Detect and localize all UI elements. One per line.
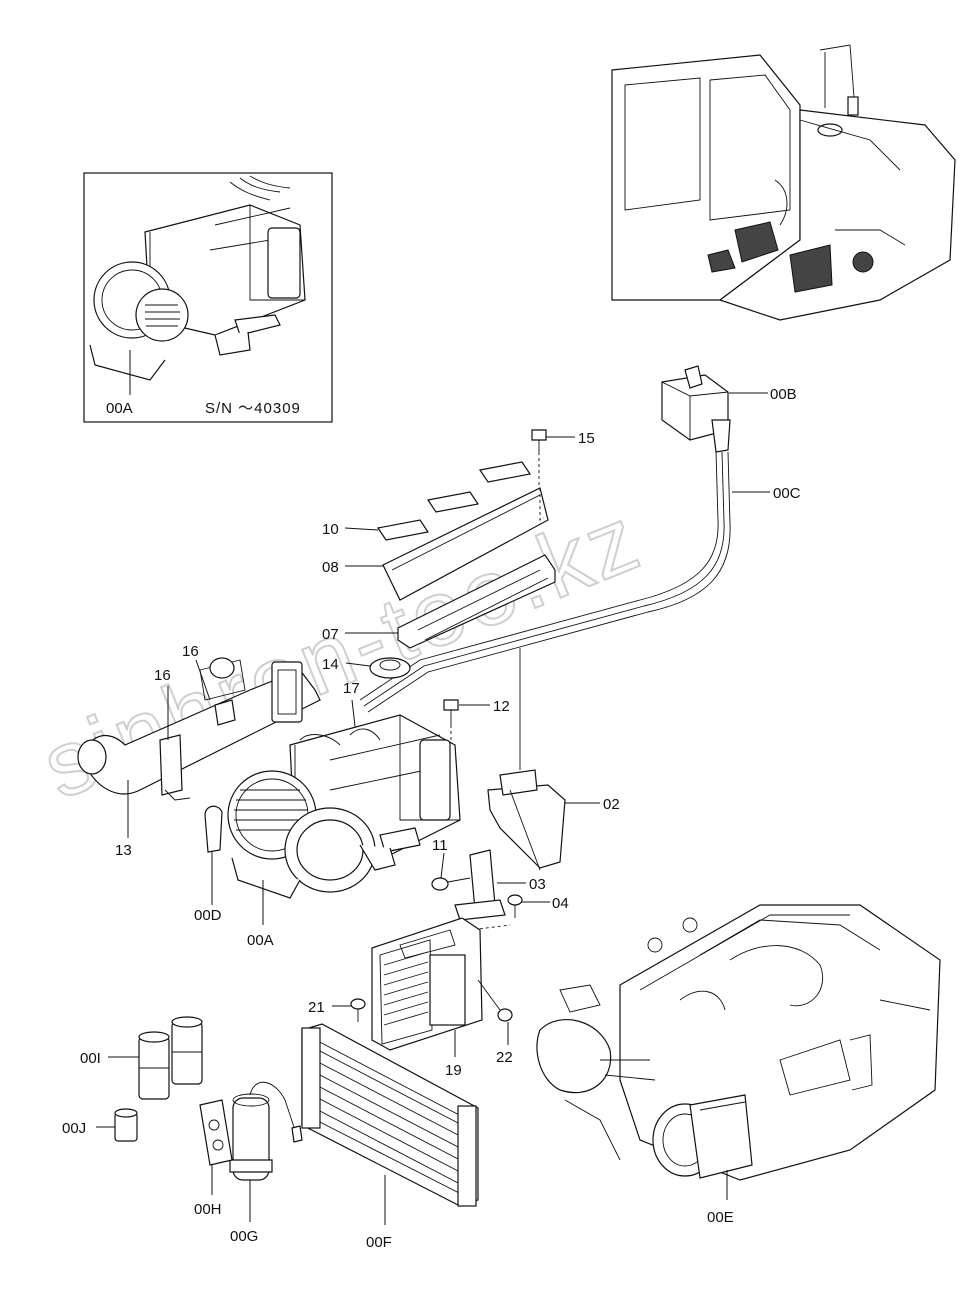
screw-15-drawing [531, 429, 547, 488]
inset-box: 00A S/N ～40309 [83, 172, 333, 423]
bracket-03-drawing [454, 849, 511, 931]
callout-16-lower: 16 [154, 667, 171, 684]
callout-00C: 00C [773, 485, 801, 502]
callout-13: 13 [115, 842, 132, 859]
can-00J-drawing [114, 1108, 138, 1142]
callout-15: 15 [578, 430, 595, 447]
callout-00F: 00F [366, 1234, 392, 1251]
inset-label-00A: 00A [106, 400, 133, 417]
bolt-22-drawing [477, 979, 513, 1022]
callout-00A: 00A [247, 932, 274, 949]
heater-unit-00A-drawing [227, 714, 461, 899]
receiver-drier-00G-drawing [229, 1082, 303, 1181]
duct-07-drawing [397, 554, 556, 649]
grommet-14-drawing [369, 657, 411, 679]
condenser-00F-drawing [301, 1023, 479, 1207]
callout-17: 17 [343, 680, 360, 697]
callout-22: 22 [496, 1049, 513, 1066]
excavator-cab-drawing [611, 44, 956, 321]
callout-08: 08 [322, 559, 339, 576]
callout-19: 19 [445, 1062, 462, 1079]
duct-02-drawing [487, 648, 566, 871]
cans-00I-drawing [138, 1016, 203, 1100]
bolt-21-drawing [350, 998, 366, 1022]
control-switch-drawing [661, 365, 731, 453]
drain-hose-00D-drawing [204, 805, 223, 853]
callout-03: 03 [529, 876, 546, 893]
callout-10: 10 [322, 521, 339, 538]
callout-02: 02 [603, 796, 620, 813]
callout-00I: 00I [80, 1050, 101, 1067]
bolt-04-drawing [507, 894, 523, 918]
callout-00J: 00J [62, 1120, 86, 1137]
core-19-drawing [371, 917, 483, 1051]
callout-12: 12 [493, 698, 510, 715]
callout-21: 21 [308, 999, 325, 1016]
callout-00G: 00G [230, 1228, 258, 1245]
callout-00H: 00H [194, 1201, 222, 1218]
callout-00B: 00B [770, 386, 797, 403]
callout-07: 07 [322, 626, 339, 643]
callout-11: 11 [432, 837, 448, 854]
callout-00E: 00E [707, 1209, 734, 1226]
inset-serial-note: S/N ～40309 [205, 400, 301, 417]
bolt-11-drawing [431, 877, 471, 891]
vent-louvers-drawing [376, 461, 532, 541]
wire-harness-00C [359, 451, 719, 701]
callout-00D: 00D [194, 907, 222, 924]
bracket-00H-drawing [199, 1099, 233, 1166]
callout-04: 04 [552, 895, 569, 912]
callout-14: 14 [322, 656, 339, 673]
compressor-00E-drawing [652, 1094, 753, 1179]
panel-08-drawing [382, 487, 549, 601]
hose-13-drawing [77, 657, 321, 801]
inset-heater-unit-drawing [89, 175, 306, 381]
callout-16-upper: 16 [182, 643, 199, 660]
